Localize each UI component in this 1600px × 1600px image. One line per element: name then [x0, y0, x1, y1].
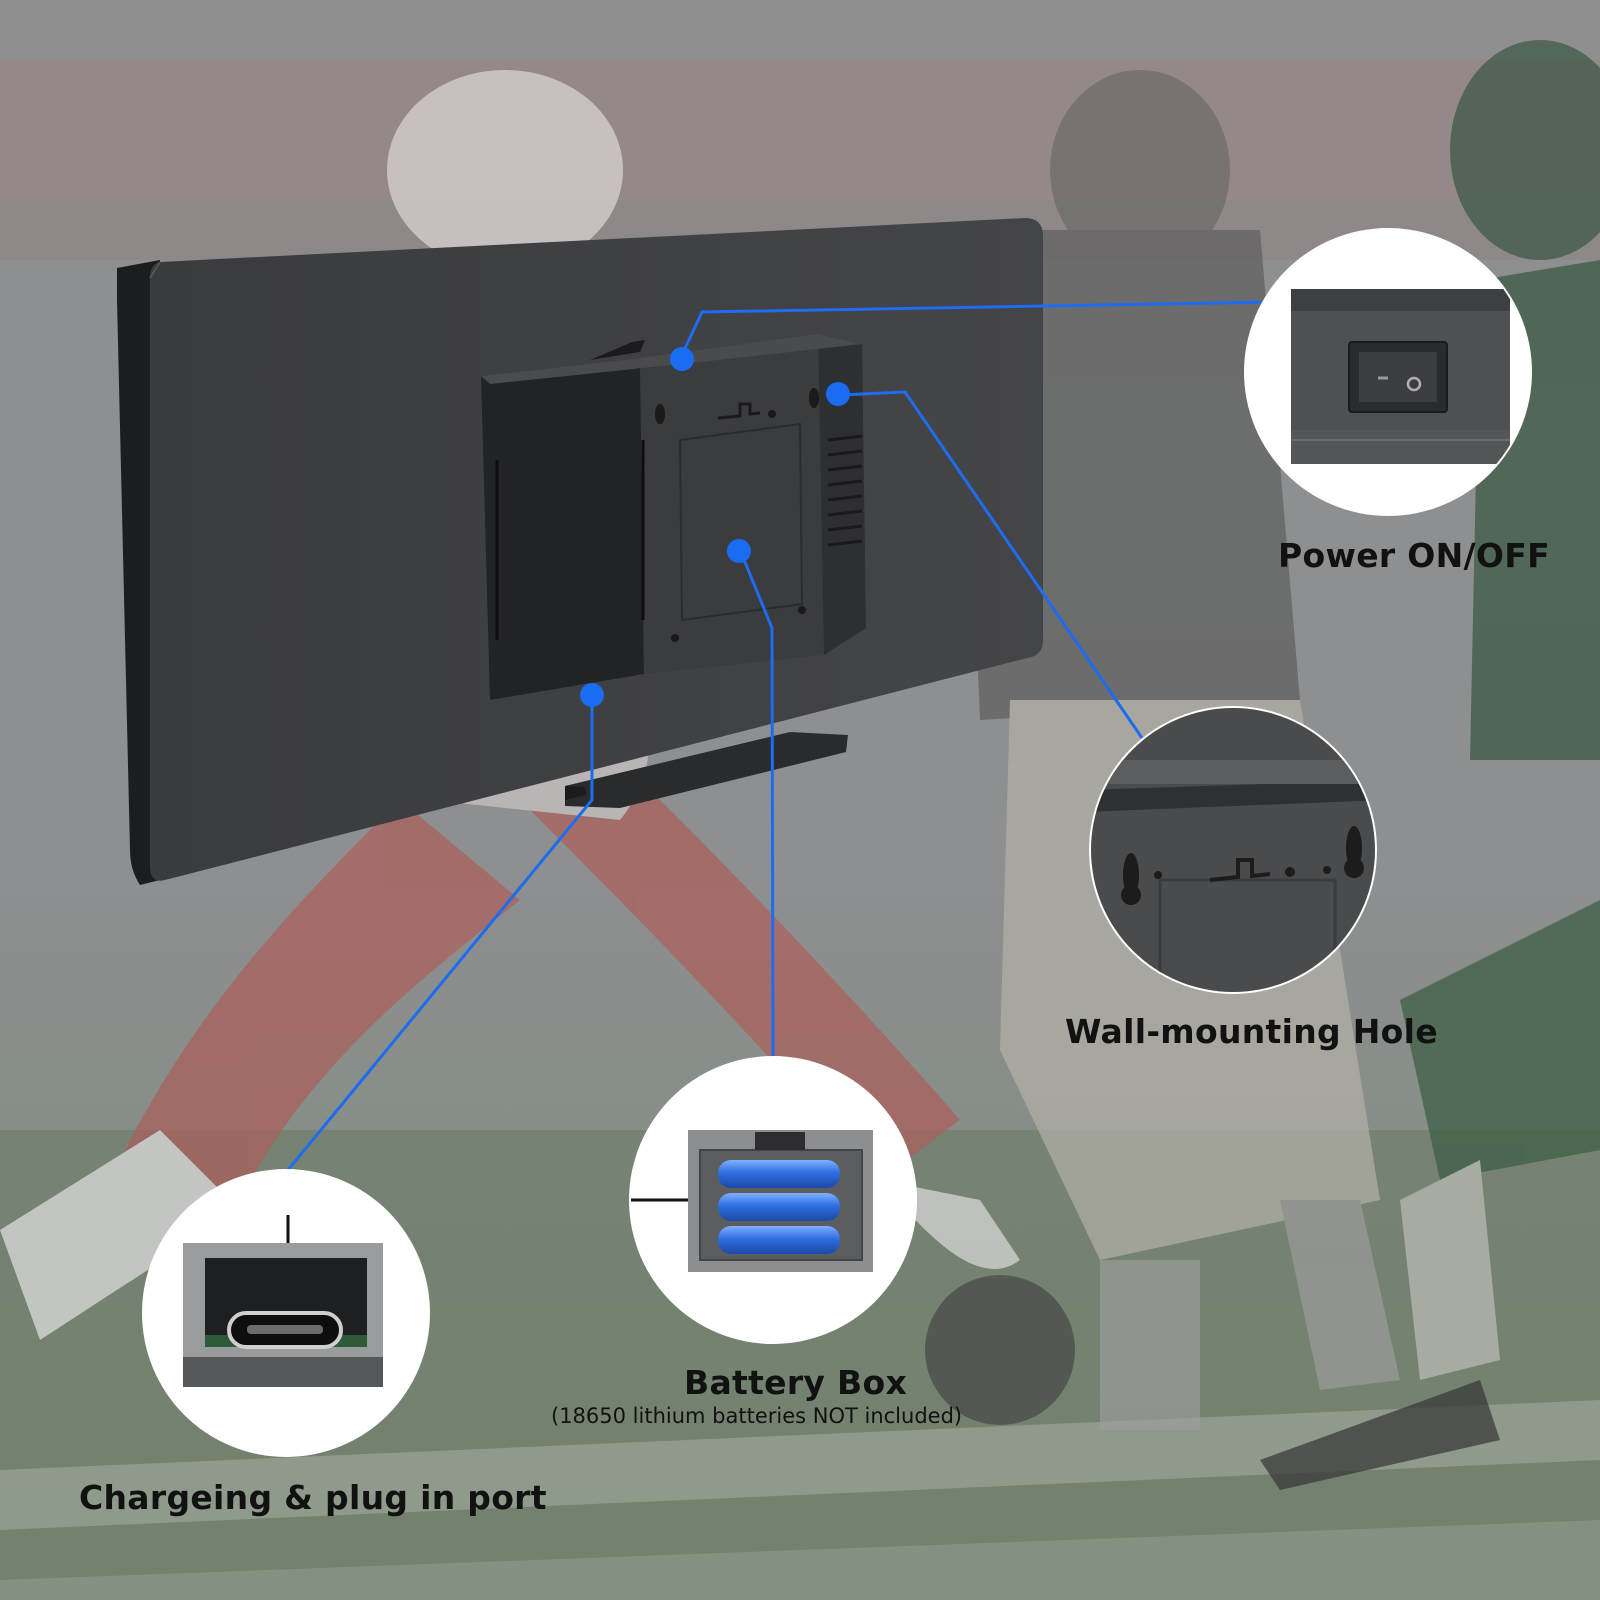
power-switch-callout: [1244, 228, 1532, 516]
battery-box-callout: [629, 1056, 917, 1344]
led-display-device: [117, 218, 1043, 885]
usb-c-port-icon: [227, 1311, 343, 1349]
wall-mount-holes: [655, 388, 819, 642]
vent-slots-left: [495, 440, 645, 640]
battery-note: (18650 lithium batteries NOT included): [551, 1404, 963, 1428]
callout-lines: [286, 300, 1276, 1171]
wall-mount-callout: [1089, 706, 1377, 994]
power-switch-label: Power ON/OFF: [1278, 536, 1550, 575]
battery-cells-icon: [718, 1160, 840, 1254]
wall-mount-label: Wall-mounting Hole: [1065, 1012, 1438, 1051]
charging-port-callout: [142, 1169, 430, 1457]
charging-port-label: Chargeing & plug in port: [79, 1478, 547, 1517]
callout-dots: [580, 347, 850, 707]
rocker-switch-icon: [1348, 341, 1448, 413]
battery-box-label: Battery Box: [684, 1363, 908, 1402]
vent-slots-right: [827, 434, 863, 547]
